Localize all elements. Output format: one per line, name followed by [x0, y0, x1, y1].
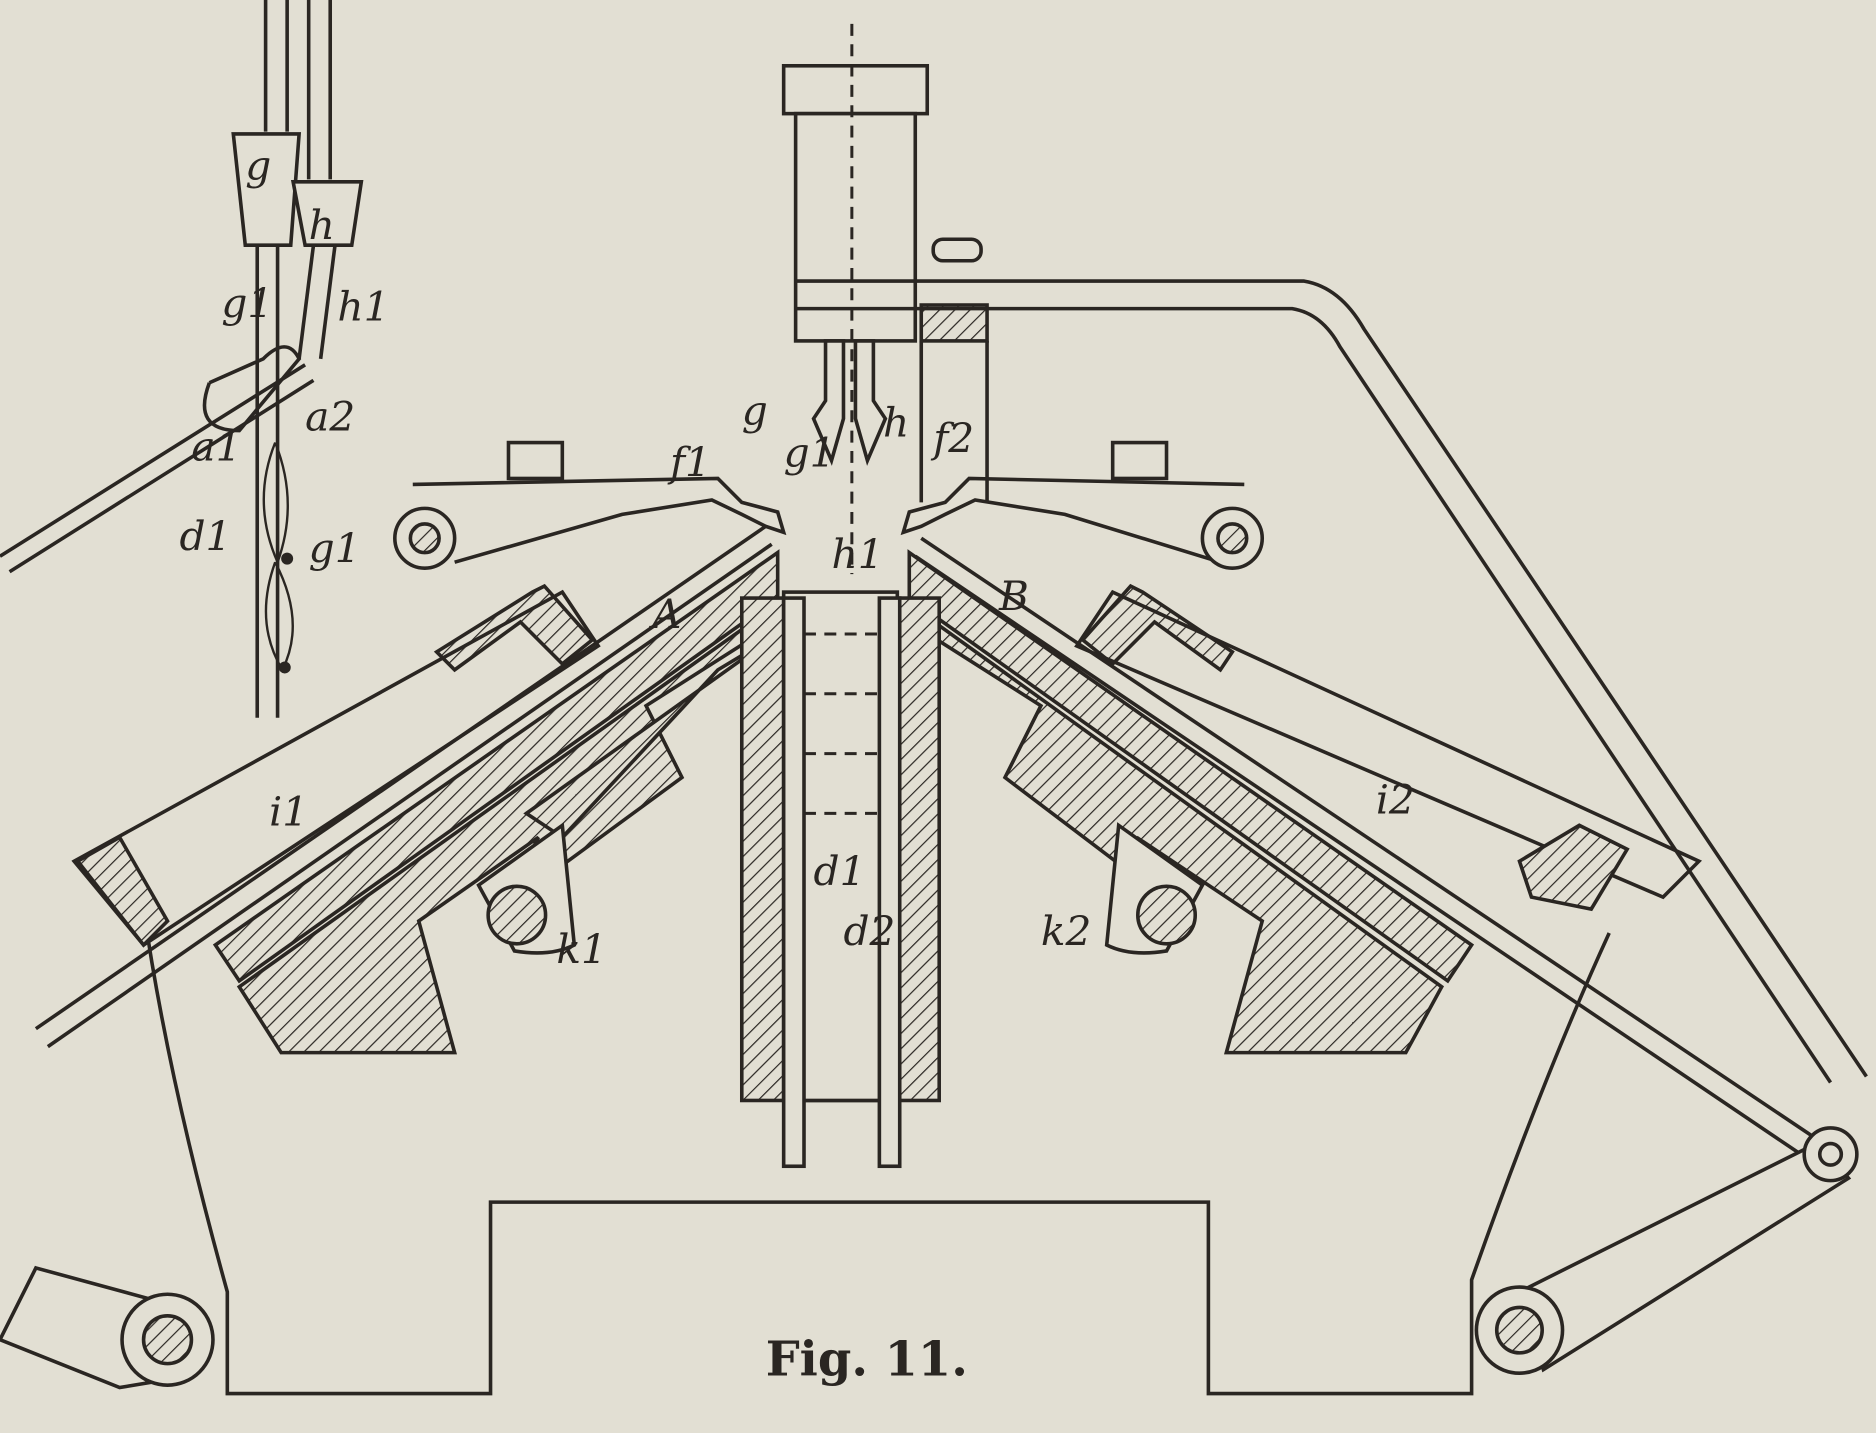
- right-body: [907, 600, 1445, 1055]
- label-d1: d1: [814, 847, 866, 895]
- pivot-k1: [486, 884, 548, 946]
- needle-d1: [781, 596, 806, 1169]
- right-pipe: [1517, 1140, 1852, 1373]
- sinker-f2: [900, 476, 1245, 564]
- label-f1: f1: [667, 438, 711, 486]
- label-h1: h1: [832, 530, 884, 578]
- needle-g: [811, 339, 846, 466]
- plate-b: [907, 549, 1475, 984]
- label-h: h: [883, 399, 909, 447]
- needle-holder-flange: [781, 63, 930, 116]
- left-clamp: [75, 834, 170, 948]
- sinker-f1-screw: [506, 440, 565, 481]
- pivot-k2: [1136, 884, 1198, 946]
- frame-arm: [795, 279, 1868, 1078]
- label-inset-g1-lower: g1: [309, 524, 361, 572]
- label-a: A: [648, 590, 681, 638]
- label-inset-a1: a1: [191, 423, 241, 471]
- holder-bracket: [919, 303, 989, 343]
- label-i2: i2: [1376, 775, 1415, 823]
- label-inset-g: g: [245, 141, 271, 189]
- needle-h: [853, 339, 888, 466]
- left-rod: [34, 524, 767, 1031]
- label-d2: d2: [843, 907, 895, 955]
- figure-caption: Fig. 11.: [766, 1332, 968, 1388]
- needle-holder: [793, 111, 918, 343]
- label-f2: f2: [930, 414, 974, 462]
- label-k2: k2: [1041, 907, 1092, 955]
- right-guide: [1080, 583, 1235, 673]
- label-inset-g1: g1: [221, 279, 273, 327]
- right-rod: [920, 536, 1832, 1150]
- left-guide: [433, 583, 595, 673]
- right-clamp: [1517, 823, 1630, 912]
- sinker-f1: [412, 476, 787, 564]
- label-k1: k1: [556, 925, 607, 973]
- label-inset-d1: d1: [179, 512, 231, 560]
- label-inset-h1: h1: [337, 283, 389, 331]
- inset-needle-detail: g h g1 h1 a1 a2 d1 g1: [0, 0, 389, 718]
- sinker-f2-screw: [1110, 440, 1169, 481]
- inset-needle-g: [231, 132, 302, 248]
- inset-needle-h: [290, 180, 364, 248]
- label-i1: i1: [269, 787, 308, 835]
- label-inset-h: h: [309, 201, 335, 249]
- label-inset-a2: a2: [305, 393, 355, 441]
- machine-frame: [141, 908, 1611, 1396]
- label-g: g: [742, 387, 768, 435]
- needle-d2: [877, 596, 902, 1169]
- label-g1: g1: [784, 429, 836, 477]
- label-b: B: [998, 572, 1029, 620]
- adjust-screw: [931, 237, 983, 263]
- right-arm-plate: [1074, 589, 1703, 900]
- left-upper-block: [523, 632, 779, 840]
